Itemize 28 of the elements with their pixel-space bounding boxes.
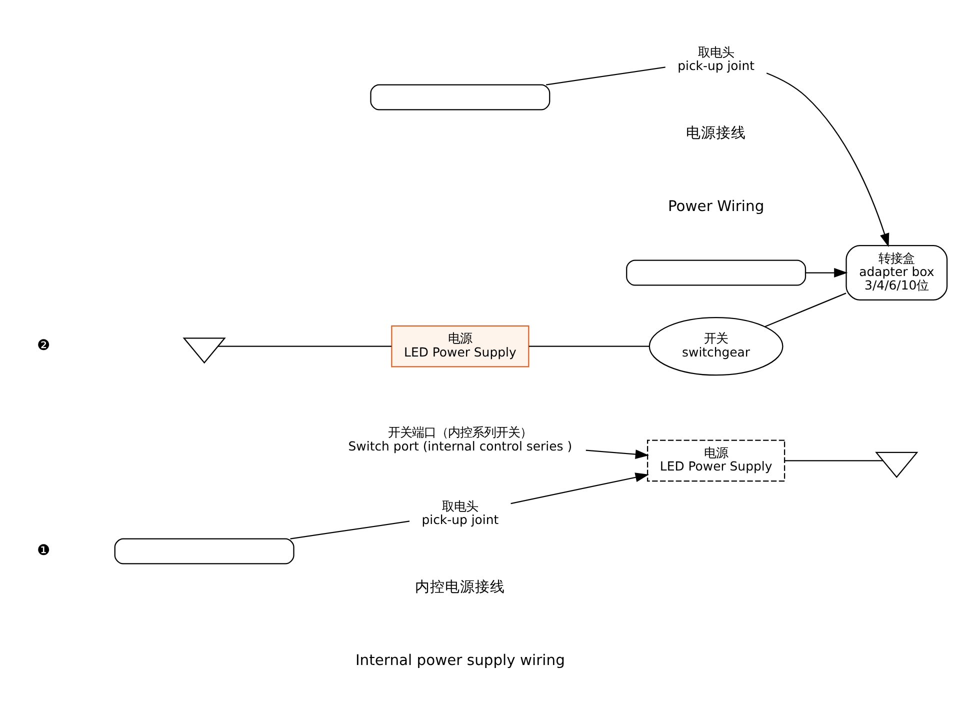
node-bar (626, 259, 806, 286)
node-bar (370, 84, 550, 110)
node-bar (114, 538, 294, 564)
node-box: 电源 LED Power Supply (647, 439, 786, 482)
label: Power Wiring (668, 197, 764, 214)
connector (528, 345, 650, 346)
label: Internal power supply wiring (355, 651, 565, 668)
connector (784, 460, 883, 461)
arrow (806, 268, 848, 278)
arrow (766, 72, 890, 247)
label: 内控电源接线 (415, 578, 506, 595)
connector (218, 345, 392, 346)
label: ❷ (36, 336, 50, 354)
arrow (510, 472, 649, 504)
label: 电源接线 (686, 124, 746, 141)
connector (764, 292, 846, 327)
node-plug (182, 337, 226, 364)
node-text: 取电头 pick-up joint (422, 498, 499, 526)
node-text: 取电头 pick-up joint (678, 44, 755, 72)
arrow (586, 449, 649, 459)
node-box: 电源 LED Power Supply (391, 324, 530, 367)
node-plug (875, 451, 918, 478)
node-text: 开关端口（内控系列开关） Switch port (internal control series ) (348, 424, 572, 453)
node-ellipse: 开关 switchgear (648, 316, 784, 376)
connector (546, 66, 666, 85)
node-box: 转接盒 adapter box 3/4/6/10位 (846, 244, 948, 300)
connector (290, 520, 410, 539)
label: ❶ (36, 542, 50, 559)
